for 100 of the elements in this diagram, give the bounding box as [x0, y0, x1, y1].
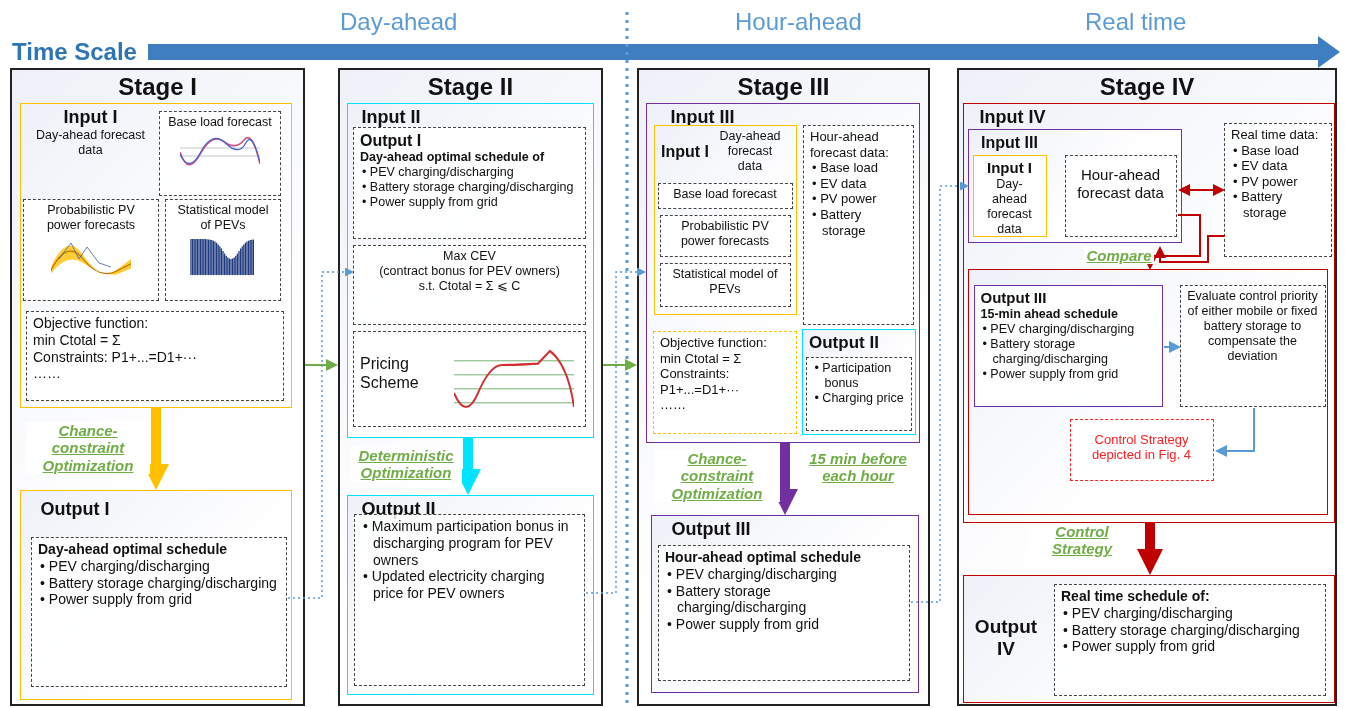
list-item: • Participation bonus [813, 360, 893, 391]
edge-label: Deterministic Optimization [350, 447, 462, 482]
stage-panel [338, 68, 603, 706]
list-item: • PEV charging/discharging [981, 321, 1136, 337]
list-item: • Battery storage charging/discharging [39, 574, 278, 592]
list-item: • Maximum participation bonus in discharging program for PEV owners [363, 518, 570, 569]
list-item: • Battery storage charging/discharging [361, 180, 575, 196]
node-text: Objective function: [33, 315, 150, 332]
node-text: Hour-ahead forecast data [1076, 165, 1165, 202]
heading: Input I [62, 106, 119, 129]
node-text: Evaluate control priority of either mobile or fixed battery storage to compensate the deviation [1186, 288, 1319, 364]
node-text: Constraints: [660, 366, 731, 382]
group-panel [645, 102, 920, 443]
heading: Input III [670, 106, 736, 129]
stage-title: Stage IV [1098, 73, 1196, 102]
list-item: • Power supply from grid [666, 616, 820, 633]
heading: Input IV [979, 106, 1047, 129]
period-label: Day-ahead [340, 8, 458, 36]
node-text: P1+...=D1+··· [660, 381, 741, 398]
arrow [287, 267, 354, 599]
heading: Output IV [973, 615, 1039, 662]
heading: Input III [981, 133, 1039, 153]
heading: Input II [361, 106, 422, 129]
heading: Real time schedule of: [1061, 588, 1211, 605]
list-item: • Base load [1232, 142, 1300, 159]
stage-panel [10, 68, 305, 706]
stage-title: Stage III [736, 73, 831, 102]
stage-panel [637, 68, 930, 706]
list-item: • PV power [1232, 173, 1299, 190]
heading: Day-ahead optimal schedule [38, 541, 229, 558]
dashed-box [803, 125, 914, 325]
dashed-box [657, 182, 793, 209]
heading: Hour-ahead optimal schedule [665, 549, 863, 566]
node-text: Control Strategy depicted in Fig. 4 [1091, 431, 1192, 463]
node-text: Base load forecast [167, 115, 273, 130]
list-item: • PEV charging/discharging [361, 165, 515, 181]
group-panel [968, 269, 1328, 515]
dashed-box [159, 111, 281, 196]
dashed-box [805, 356, 912, 431]
edge-label: Compare [1084, 247, 1154, 265]
arrow [1163, 341, 1181, 353]
group-panel [650, 514, 919, 693]
list-item: • Battery storage charging/discharging [1062, 621, 1301, 639]
period-label: Hour-ahead [735, 8, 862, 36]
arrow [1137, 523, 1163, 575]
group-panel [346, 102, 594, 438]
list-item: • EV data [811, 175, 868, 192]
list-item: • PV power [811, 191, 878, 207]
heading: Output II [361, 498, 437, 520]
edge-label: Chance-constraint Optimization [654, 450, 780, 502]
list-item: • PEV charging/discharging [666, 565, 838, 583]
dashed-box [1179, 284, 1326, 407]
group-panel [968, 129, 1182, 243]
dashed-box [165, 199, 281, 301]
group-panel [346, 494, 594, 695]
list-item: • Battery storage [1232, 189, 1288, 221]
node-text: Statistical model of PEVs [176, 203, 270, 233]
node-text: Day-ahead forecast data [34, 128, 147, 159]
dashed-box [659, 214, 791, 257]
node-text: Objective function: [660, 335, 768, 351]
group-panel [19, 489, 292, 700]
arrow [1178, 184, 1225, 196]
node-text: (contract bonus for PEV owners) [378, 264, 561, 279]
node-text: min Ctotal = Σ [33, 331, 122, 349]
group-panel [654, 125, 797, 315]
arrow [1215, 407, 1255, 457]
node-text: Max CEV [442, 249, 497, 264]
list-item: • Power supply from grid [1062, 638, 1216, 656]
node-text: Day-ahead forecast data [718, 129, 782, 174]
list-item: • Base load [811, 160, 879, 176]
node-text: Hour-ahead forecast data: [810, 129, 890, 161]
group-panel [802, 329, 916, 435]
dashed-box [653, 331, 797, 434]
list-item: • Battery storage [811, 206, 867, 239]
list-item: • Charging price [813, 390, 905, 406]
dashed-box [658, 545, 910, 681]
node-text: …… [33, 365, 62, 383]
list-item: • Updated electricity charging price for PEV owners [362, 568, 546, 602]
list-item: • Power supply from grid [981, 366, 1120, 382]
node-text: Base load forecast [672, 186, 778, 202]
dashed-box [353, 331, 586, 427]
process-box [973, 284, 1163, 407]
dashed-box [31, 537, 287, 687]
axis-title: Time Scale [12, 38, 137, 66]
dashed-box [659, 262, 791, 307]
dashed-box [1069, 418, 1214, 481]
dashed-box [1064, 154, 1177, 237]
arrow [602, 359, 637, 371]
node-text: min Ctotal = Σ [660, 350, 743, 367]
node-text: Constraints: P1+...=D1+··· [33, 348, 198, 366]
heading: Output I [40, 498, 111, 521]
heading: Output II [809, 333, 880, 354]
arrow [304, 359, 338, 371]
group-panel [19, 102, 292, 408]
list-item: • Battery storage charging/discharging [981, 336, 1109, 367]
node-text: …… [660, 397, 687, 413]
stage-title: Stage II [426, 73, 515, 102]
heading: Input I [661, 141, 709, 162]
node-text: Probabilistic PV power forecasts [45, 203, 137, 233]
node-text: Pricing Scheme [360, 354, 420, 393]
